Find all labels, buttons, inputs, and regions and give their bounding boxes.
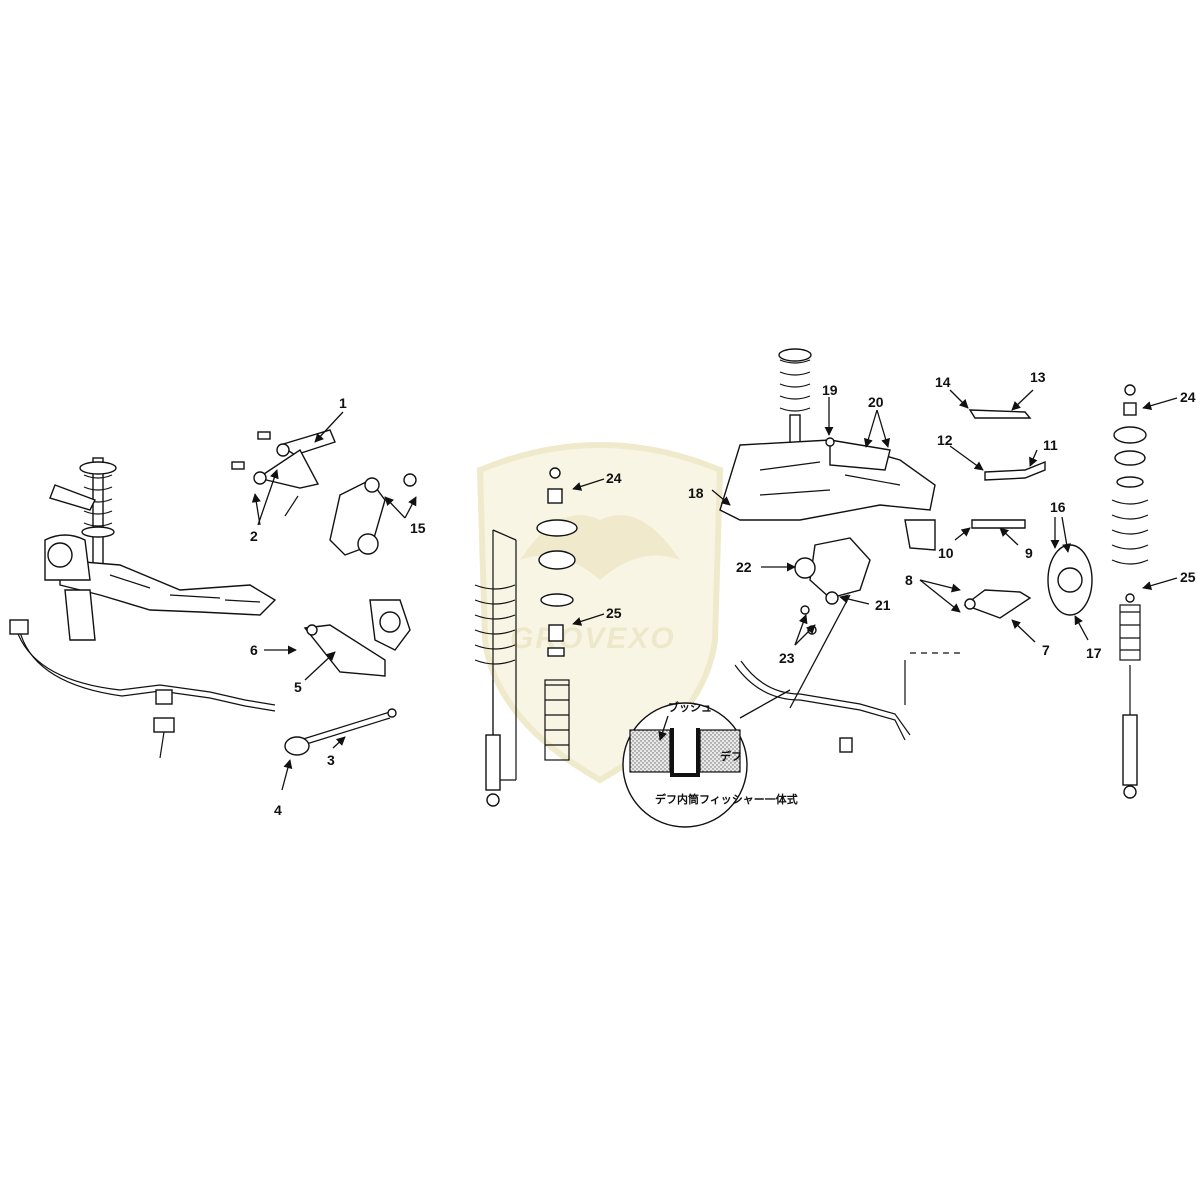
rear-shock-right <box>1111 384 1149 799</box>
callout-21: 21 <box>875 597 891 613</box>
callout-11: 11 <box>1043 437 1058 453</box>
callout-9: 9 <box>1025 545 1033 561</box>
callout-7: 7 <box>1042 642 1050 658</box>
callout-24-right: 24 <box>1180 389 1196 405</box>
inset-diff-label: デフ <box>720 749 742 763</box>
differential <box>794 537 871 635</box>
callout-14: 14 <box>935 374 951 390</box>
callout-16: 16 <box>1050 499 1066 515</box>
callout-22: 22 <box>736 559 752 575</box>
front-lower-link <box>303 624 386 677</box>
callout-25-right: 25 <box>1180 569 1196 585</box>
front-compression-rod <box>284 708 397 756</box>
callout-13: 13 <box>1030 369 1046 385</box>
callout-20: 20 <box>868 394 884 410</box>
callout-1: 1 <box>339 395 347 411</box>
rear-subframe <box>719 437 936 551</box>
callout-2: 2 <box>250 528 258 544</box>
callout-19: 19 <box>822 382 838 398</box>
callout-3: 3 <box>327 752 335 768</box>
watermark-text: GROVEXO <box>510 622 676 655</box>
callout-18: 18 <box>688 485 704 501</box>
callout-5: 5 <box>294 679 302 695</box>
bushing-detail-inset: ブッシュ デフ デフ内筒フィッシャー一体式 <box>622 689 798 828</box>
front-strut-assembly <box>49 457 117 569</box>
callout-numbers: 1 2 3 4 5 6 7 8 9 10 11 12 13 14 15 16 1… <box>250 369 1196 818</box>
callout-23: 23 <box>779 650 795 666</box>
front-stabilizer-bar <box>9 619 276 759</box>
middle-strut-components <box>474 467 578 807</box>
inset-caption: デフ内筒フィッシャー一体式 <box>655 792 798 806</box>
front-subframe <box>44 534 277 641</box>
callout-8: 8 <box>905 572 913 588</box>
rear-arms <box>963 409 1046 619</box>
front-knuckle-and-lower-arm <box>329 473 417 651</box>
inset-bush-label: ブッシュ <box>668 700 712 714</box>
front-upper-arm <box>231 429 336 517</box>
callout-4: 4 <box>274 802 282 818</box>
callout-10: 10 <box>938 545 954 561</box>
callout-leaders <box>251 389 1178 791</box>
callout-25-middle: 25 <box>606 605 622 621</box>
callout-6: 6 <box>250 642 258 658</box>
callout-17: 17 <box>1086 645 1102 661</box>
rear-stabilizer-bar <box>734 660 911 753</box>
callout-12: 12 <box>937 432 953 448</box>
callout-24-middle: 24 <box>606 470 622 486</box>
rear-knuckle <box>1047 544 1093 616</box>
callout-15: 15 <box>410 520 426 536</box>
